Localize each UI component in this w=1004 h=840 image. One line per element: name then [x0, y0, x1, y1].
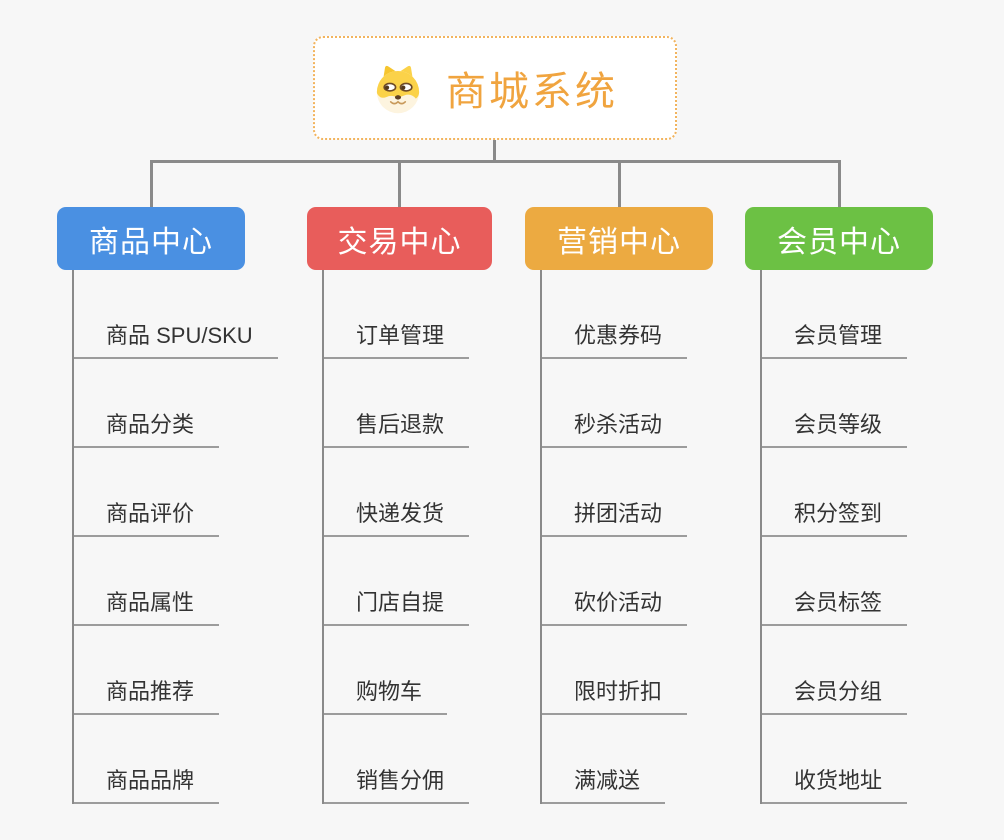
branches-bus-connector	[150, 160, 841, 163]
branch-drop-connector	[838, 160, 841, 207]
leaf-topic[interactable]: 订单管理	[324, 318, 470, 359]
leaf-topic[interactable]: 商品评价	[74, 496, 220, 537]
leaf-row: 优惠券码	[542, 270, 772, 359]
leaf-row: 销售分佣	[324, 715, 554, 804]
branch-member-center: 会员中心 会员管理 会员等级 积分签到 会员标签 会员分组 收货地址	[745, 207, 992, 804]
leaf-topic[interactable]: 限时折扣	[542, 674, 688, 715]
branch-node-member-center[interactable]: 会员中心	[745, 207, 933, 270]
branch-drop-connector	[150, 160, 153, 207]
leaf-row: 会员管理	[762, 270, 992, 359]
leaf-row: 秒杀活动	[542, 359, 772, 448]
leaf-topic[interactable]: 会员等级	[762, 407, 908, 448]
leaf-topic[interactable]: 会员管理	[762, 318, 908, 359]
leaf-row: 门店自提	[324, 537, 554, 626]
leaf-topic[interactable]: 购物车	[324, 674, 448, 715]
branch-marketing-center: 营销中心 优惠券码 秒杀活动 拼团活动 砍价活动 限时折扣 满减送	[525, 207, 772, 804]
leaf-row: 满减送	[542, 715, 772, 804]
leaf-topic[interactable]: 优惠券码	[542, 318, 688, 359]
leaf-row: 商品品牌	[74, 715, 304, 804]
branch-trade-center: 交易中心 订单管理 售后退款 快递发货 门店自提 购物车 销售分佣	[307, 207, 554, 804]
leaf-row: 商品推荐	[74, 626, 304, 715]
branch-children-member-center: 会员管理 会员等级 积分签到 会员标签 会员分组 收货地址	[760, 270, 992, 804]
root-node-mall-system[interactable]: 商城系统	[313, 36, 677, 140]
leaf-topic[interactable]: 会员分组	[762, 674, 908, 715]
leaf-row: 商品属性	[74, 537, 304, 626]
branch-node-product-center[interactable]: 商品中心	[57, 207, 245, 270]
leaf-row: 砍价活动	[542, 537, 772, 626]
leaf-row: 商品分类	[74, 359, 304, 448]
branch-node-trade-center[interactable]: 交易中心	[307, 207, 492, 270]
leaf-row: 会员等级	[762, 359, 992, 448]
leaf-topic[interactable]: 售后退款	[324, 407, 470, 448]
branch-children-marketing-center: 优惠券码 秒杀活动 拼团活动 砍价活动 限时折扣 满减送	[540, 270, 772, 804]
leaf-row: 收货地址	[762, 715, 992, 804]
branch-children-product-center: 商品 SPU/SKU 商品分类 商品评价 商品属性 商品推荐 商品品牌	[72, 270, 304, 804]
leaf-topic[interactable]: 快递发货	[324, 496, 470, 537]
leaf-topic[interactable]: 门店自提	[324, 585, 470, 626]
leaf-row: 购物车	[324, 626, 554, 715]
leaf-topic[interactable]: 满减送	[542, 763, 666, 804]
leaf-topic[interactable]: 销售分佣	[324, 763, 470, 804]
leaf-topic[interactable]: 商品推荐	[74, 674, 220, 715]
root-node-label: 商城系统	[446, 70, 618, 114]
leaf-row: 限时折扣	[542, 626, 772, 715]
leaf-row: 会员标签	[762, 537, 992, 626]
leaf-topic[interactable]: 积分签到	[762, 496, 908, 537]
branch-drop-connector	[398, 160, 401, 207]
branch-node-marketing-center[interactable]: 营销中心	[525, 207, 713, 270]
leaf-row: 商品评价	[74, 448, 304, 537]
leaf-row: 会员分组	[762, 626, 992, 715]
root-stem-connector	[493, 140, 496, 162]
branch-children-trade-center: 订单管理 售后退款 快递发货 门店自提 购物车 销售分佣	[322, 270, 554, 804]
doge-icon	[376, 65, 420, 114]
leaf-row: 快递发货	[324, 448, 554, 537]
leaf-row: 商品 SPU/SKU	[74, 270, 304, 359]
leaf-topic[interactable]: 商品分类	[74, 407, 220, 448]
leaf-row: 订单管理	[324, 270, 554, 359]
leaf-topic[interactable]: 商品 SPU/SKU	[74, 318, 278, 359]
leaf-topic[interactable]: 会员标签	[762, 585, 908, 626]
leaf-topic[interactable]: 商品属性	[74, 585, 220, 626]
leaf-row: 拼团活动	[542, 448, 772, 537]
branch-product-center: 商品中心 商品 SPU/SKU 商品分类 商品评价 商品属性 商品推荐 商品品牌	[57, 207, 304, 804]
leaf-topic[interactable]: 秒杀活动	[542, 407, 688, 448]
leaf-topic[interactable]: 拼团活动	[542, 496, 688, 537]
leaf-topic[interactable]: 收货地址	[762, 763, 908, 804]
leaf-topic[interactable]: 商品品牌	[74, 763, 220, 804]
leaf-row: 积分签到	[762, 448, 992, 537]
leaf-row: 售后退款	[324, 359, 554, 448]
leaf-topic[interactable]: 砍价活动	[542, 585, 688, 626]
branch-drop-connector	[618, 160, 621, 207]
